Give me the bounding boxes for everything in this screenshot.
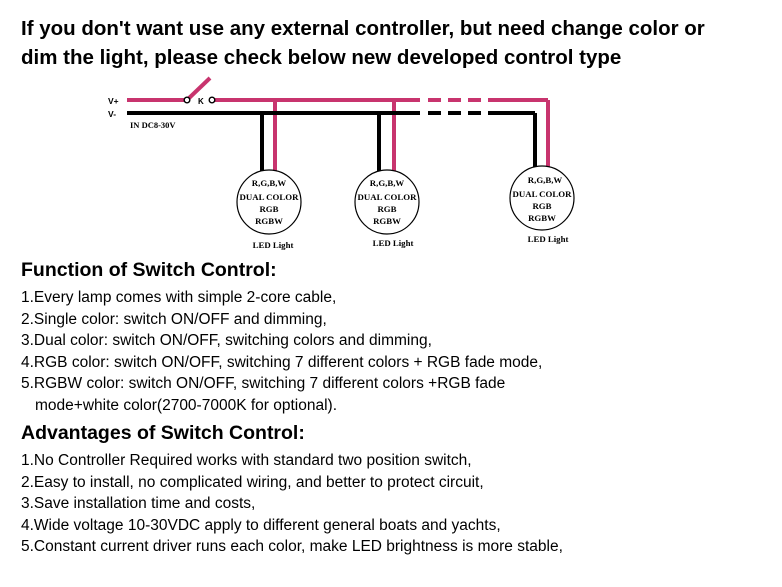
led-line-4: RGBW [255, 216, 283, 226]
led-light-1: R,G,B,W DUAL COLOR RGB RGBW LED Light [236, 169, 302, 250]
positive-wire [127, 76, 550, 172]
led-caption: LED Light [373, 238, 414, 248]
led-line-1: R,G,B,W [528, 175, 563, 185]
led-line-2: DUAL COLOR [240, 192, 300, 202]
headline: If you don't want use any external contr… [21, 14, 776, 72]
function-item-continuation: mode+white color(2700-7000K for optional… [35, 396, 338, 414]
advantages-list: 1.No Controller Required works with stan… [21, 450, 563, 558]
led-line-2: DUAL COLOR [513, 189, 573, 199]
function-item: 3.Dual color: switch ON/OFF, switching c… [21, 332, 432, 349]
led-line-3: RGB [377, 204, 396, 214]
led-line-4: RGBW [528, 213, 556, 223]
vminus-label: V- [108, 109, 116, 119]
function-item: 2.Single color: switch ON/OFF and dimmin… [21, 310, 327, 328]
led-line-3: RGB [532, 201, 551, 211]
function-item: 5.RGBW color: switch ON/OFF, switching 7… [21, 375, 506, 392]
switch-contact-right [208, 96, 216, 104]
wiring-diagram: V+ V- K IN DC8-30V R,G,B,W DUAL COLOR RG… [108, 76, 575, 250]
led-caption: LED Light [253, 240, 294, 250]
function-item: 4.RGB color: switch ON/OFF, switching 7 … [21, 353, 543, 371]
advantage-item: 4.Wide voltage 10-30VDC apply to differe… [21, 516, 501, 534]
led-line-4: RGBW [373, 216, 401, 226]
led-light-circle [509, 165, 575, 231]
led-line-2: DUAL COLOR [358, 192, 418, 202]
function-list: 1.Every lamp comes with simple 2-core ca… [21, 287, 542, 416]
input-voltage-label: IN DC8-30V [130, 120, 176, 130]
switch-contact-left [183, 96, 191, 104]
advantage-item: 2.Easy to install, no complicated wiring… [21, 473, 484, 491]
advantage-item: 1.No Controller Required works with stan… [21, 452, 472, 469]
headline-line-1: If you don't want use any external contr… [21, 17, 705, 40]
led-light-2: R,G,B,W DUAL COLOR RGB RGBW LED Light [354, 169, 420, 248]
led-line-1: R,G,B,W [370, 178, 405, 188]
led-light-3: R,G,B,W DUAL COLOR RGB RGBW LED Light [509, 165, 575, 244]
function-title: Function of Switch Control: [21, 259, 277, 281]
switch-label: K [198, 97, 204, 106]
function-item: 1.Every lamp comes with simple 2-core ca… [21, 289, 337, 306]
advantage-item: 5.Constant current driver runs each colo… [21, 538, 563, 555]
negative-wire [127, 111, 537, 172]
led-line-3: RGB [259, 204, 278, 214]
led-light-circle [236, 169, 302, 235]
led-line-1: R,G,B,W [252, 178, 287, 188]
vplus-label: V+ [108, 96, 119, 106]
headline-line-2: dim the light, please check below new de… [21, 46, 622, 69]
advantages-title: Advantages of Switch Control: [21, 422, 305, 444]
led-light-circle [354, 169, 420, 235]
advantage-item: 3.Save installation time and costs, [21, 495, 256, 512]
led-caption: LED Light [528, 234, 569, 244]
